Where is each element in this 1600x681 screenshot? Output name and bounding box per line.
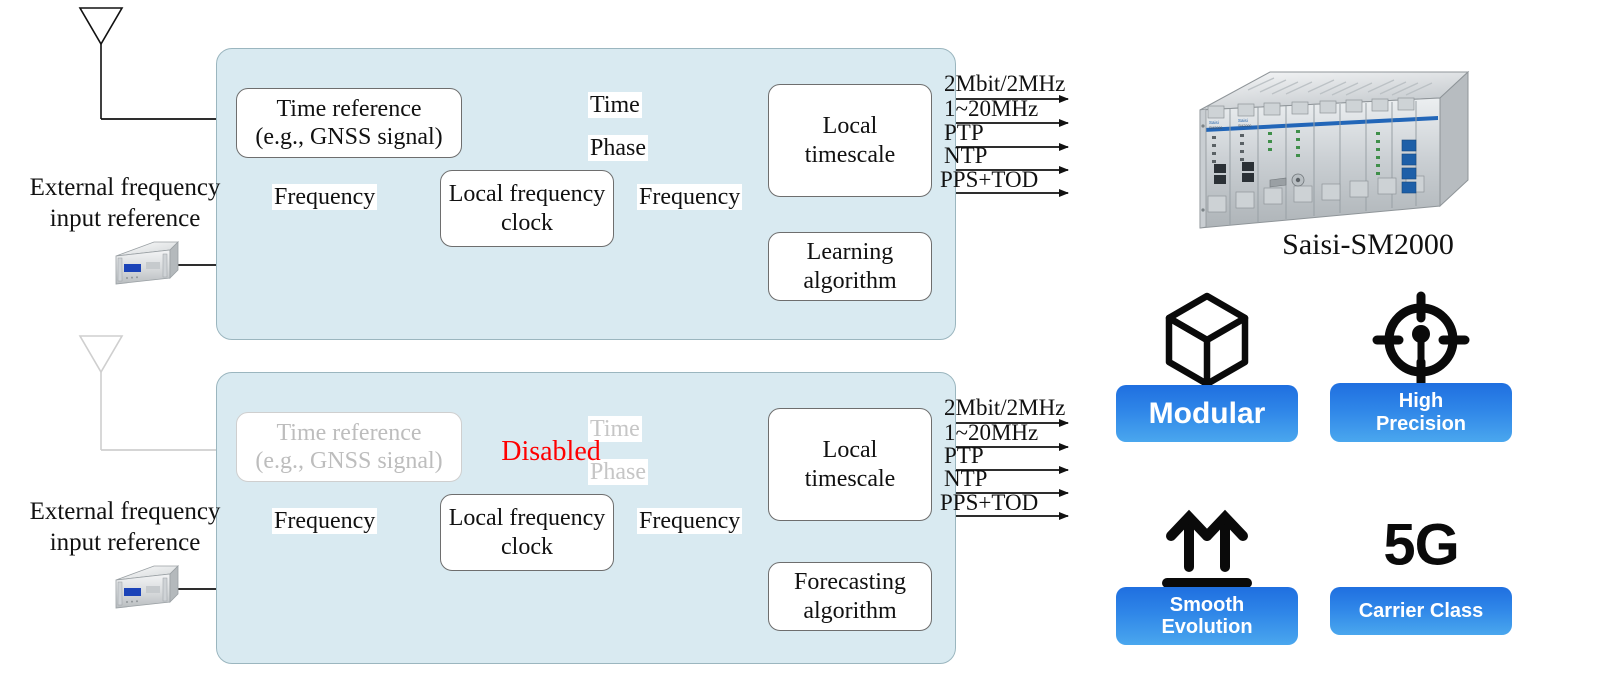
frequency-in-label-bottom: Frequency: [272, 508, 378, 535]
svg-text:Saisi: Saisi: [1238, 118, 1248, 123]
phase-label-bottom: Phase: [588, 459, 648, 486]
learning-algorithm-line1: Learning: [806, 239, 894, 266]
feature-badge-label: Smooth Evolution: [1161, 593, 1253, 638]
time-label-bottom: Time: [588, 416, 642, 443]
external-ref-line2: input reference: [49, 528, 201, 556]
external-ref-line1: External frequency: [29, 174, 221, 201]
learning-algorithm-box: Learning algorithm: [768, 232, 932, 301]
feature-badge-label: High Precision: [1375, 390, 1467, 435]
output-label-top-3: NTP: [944, 143, 988, 168]
svg-text:SM2000: SM2000: [1238, 124, 1251, 128]
feature-badge-carrier-class[interactable]: Carrier Class: [1330, 587, 1512, 635]
external-reference-text-bottom: External frequency input reference: [20, 497, 230, 558]
cube-icon: [1165, 292, 1249, 388]
local-frequency-clock-line1: Local frequency: [448, 181, 606, 208]
antenna-bottom-icon: [78, 335, 124, 450]
local-timescale-box-top: Local timescale: [768, 84, 932, 197]
frequency-out-label-bottom: Frequency: [637, 508, 743, 535]
local-frequency-clock-line1: Local frequency: [448, 505, 606, 532]
feature-badge-label: Carrier Class: [1358, 599, 1484, 622]
phase-label-top: Phase: [588, 135, 648, 162]
output-label-bottom-0: 2Mbit/2MHz: [944, 395, 1066, 420]
antenna-top-icon: [78, 7, 124, 119]
forecasting-algorithm-line1: Forecasting: [794, 569, 906, 596]
local-timescale-line2: timescale: [804, 465, 896, 492]
external-frequency-reference-device-top: [115, 241, 179, 285]
local-frequency-clock-line2: clock: [501, 209, 553, 236]
local-timescale-line2: timescale: [804, 141, 896, 168]
feature-badge-smooth-evolution[interactable]: Smooth Evolution: [1116, 587, 1298, 645]
forecasting-algorithm-box: Forecasting algorithm: [768, 562, 932, 631]
output-label-bottom-2: PTP: [944, 443, 984, 468]
output-label-bottom-4: PPS+TOD: [940, 490, 1039, 515]
disabled-badge-label: Disabled: [501, 436, 601, 467]
svg-text:SM2000: SM2000: [1209, 126, 1222, 130]
output-label-bottom-3: NTP: [944, 466, 988, 491]
local-timescale-line1: Local: [822, 437, 878, 464]
time-reference-line2: (e.g., GNSS signal): [255, 448, 443, 474]
frequency-in-label-top: Frequency: [272, 184, 378, 211]
double-up-arrow-icon: [1162, 509, 1252, 588]
time-reference-line2: (e.g., GNSS signal): [255, 124, 443, 150]
external-frequency-reference-device-bottom: [115, 565, 179, 609]
local-frequency-clock-box-top: Local frequency clock: [440, 170, 614, 247]
local-timescale-box-bottom: Local timescale: [768, 408, 932, 521]
feature-badge-high-precision[interactable]: High Precision: [1330, 383, 1512, 442]
learning-algorithm-line2: algorithm: [803, 267, 897, 294]
5g-icon: 5G: [1383, 512, 1459, 578]
local-timescale-line1: Local: [822, 113, 878, 140]
svg-text:Saisi: Saisi: [1209, 120, 1219, 125]
local-frequency-clock-box-bottom: Local frequency clock: [440, 494, 614, 571]
output-label-top-4: PPS+TOD: [940, 167, 1039, 192]
crosshair-icon: [1372, 291, 1470, 389]
time-reference-box-top: Time reference (e.g., GNSS signal): [236, 88, 462, 158]
time-reference-line1: Time reference: [276, 95, 422, 122]
output-label-top-0: 2Mbit/2MHz: [944, 71, 1066, 96]
feature-badge-label: Modular: [1148, 396, 1266, 430]
time-label-top: Time: [588, 92, 642, 119]
time-reference-box-bottom: Time reference (e.g., GNSS signal): [236, 412, 462, 482]
forecasting-algorithm-line2: algorithm: [803, 597, 897, 624]
local-frequency-clock-line2: clock: [501, 533, 553, 560]
output-label-bottom-1: 1~20MHz: [944, 420, 1039, 445]
external-ref-line2: input reference: [49, 204, 201, 232]
time-reference-line1: Time reference: [276, 419, 422, 446]
output-label-top-2: PTP: [944, 120, 984, 145]
product-title: Saisi-SM2000: [1282, 228, 1454, 261]
frequency-out-label-top: Frequency: [637, 184, 743, 211]
output-label-top-1: 1~20MHz: [944, 96, 1039, 121]
feature-badge-modular[interactable]: Modular: [1116, 385, 1298, 442]
saisi-sm2000-chassis: Saisi SM2000 Saisi SM2000: [1199, 70, 1470, 229]
external-reference-text-top: External frequency input reference: [20, 173, 230, 234]
external-ref-line1: External frequency: [29, 498, 221, 525]
